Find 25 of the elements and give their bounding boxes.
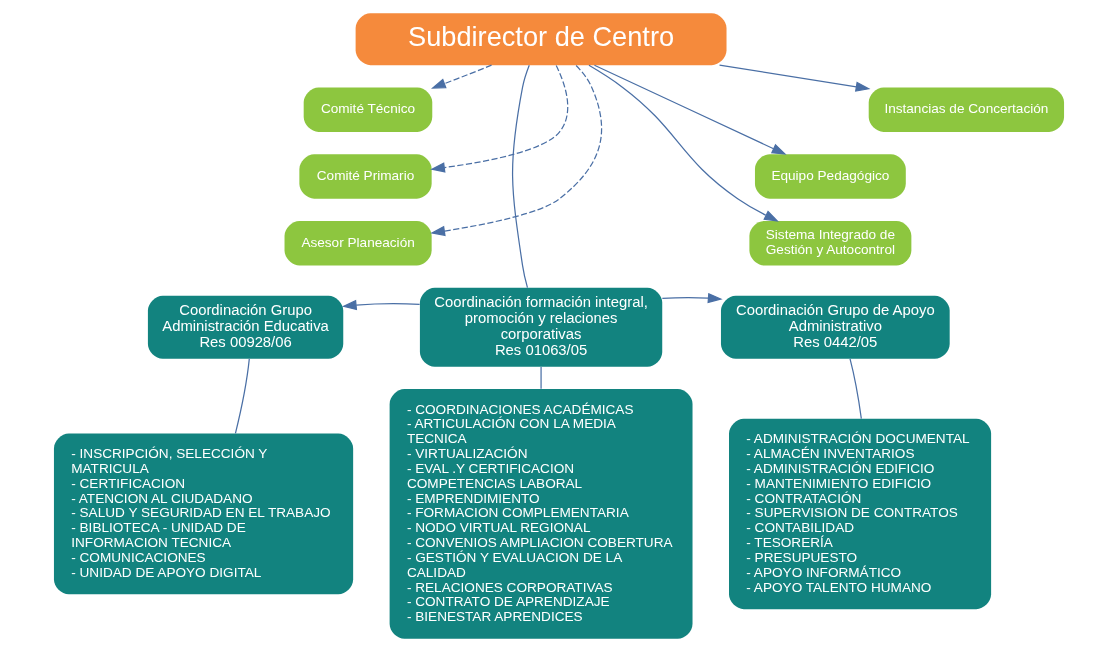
node-box: Comité Técnico — [303, 87, 433, 132]
node-box: Sistema Integrado de Gestión y Autocontrol — [749, 220, 912, 266]
connector — [540, 366, 542, 390]
arrow — [430, 64, 493, 89]
node-box: Asesor Planeación — [284, 220, 432, 266]
node-box: Instancias de Concertación — [868, 87, 1065, 132]
node-box: Equipo Pedagógico — [754, 154, 906, 199]
arrow — [588, 64, 779, 222]
arrow — [593, 64, 787, 155]
node-box: Subdirector de Centro — [355, 13, 727, 66]
connector — [234, 358, 250, 434]
node-box: - INSCRIPCIÓN, SELECCIÓN Y MATRICULA - CERTIFICACION - ATENCION AL CIUDADANO - SALUD Y SEGURIDAD EN EL TRABAJO - BIBLIOTECA - UNIDAD DE INFORMACION TECNICA - COMUNICACIONES - UNIDAD DE APOYO DIGITAL — [53, 433, 354, 595]
arrow — [341, 299, 421, 311]
node-box: Coordinación Grupo de Apoyo Administrativo Res 0442/05 — [720, 295, 950, 359]
node-box: Comité Primario — [299, 154, 432, 199]
node-box: Coordinación Grupo Administración Educativa Res 00928/06 — [147, 295, 344, 359]
node-box: Coordinación formación integral, promoción y relaciones corporativas Res 01063/05 — [419, 287, 663, 367]
arrow — [661, 292, 723, 304]
connector — [849, 358, 862, 420]
arrow — [430, 64, 569, 173]
arrow — [430, 64, 603, 237]
arrow — [718, 64, 871, 92]
node-box: - ADMINISTRACIÓN DOCUMENTAL - ALMACÉN INVENTARIOS - ADMINISTRACIÓN EDIFICIO - MANTENIMIENTO EDIFICIO - CONTRATACIÓN - SUPERVISION DE CONTRATOS - CONTABILIDAD - TESORERÍA - PRESUPUESTO - APOYO INFORMÁTICO - APOYO TALENTO HUMANO — [729, 418, 992, 610]
connector — [511, 64, 530, 289]
node-box: - COORDINACIONES ACADÉMICAS - ARTICULACIÓN CON LA MEDIA TECNICA - VIRTUALIZACIÓN - EVAL .Y CERTIFICACION COMPETENCIAS LABORAL - EMPRENDIMIENTO - FORMACION COMPLEMENTARIA - NODO VIRTUAL REGIONAL - CONVENIOS AMPLIACION COBERTURA - GESTIÓN Y EVALUACION DE LA CALIDAD - RELACIONES CORPORATIVAS - CONTRATO DE APRENDIZAJE - BIENESTAR APRENDICES — [389, 389, 693, 639]
